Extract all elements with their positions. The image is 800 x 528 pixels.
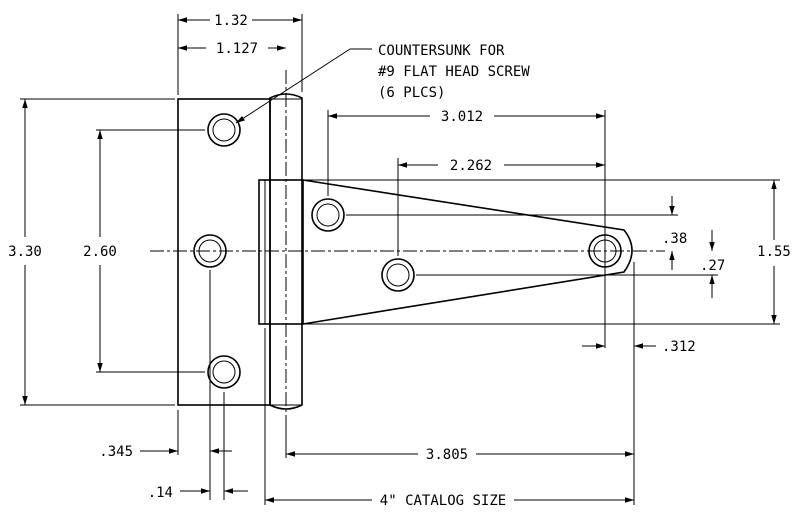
dim-leaf-height: 3.30 bbox=[8, 99, 42, 405]
dim-strap-inner-span: 2.262 bbox=[398, 158, 605, 174]
dim-pin-to-end-label: 3.805 bbox=[426, 447, 468, 463]
dim-strap-height: 1.55 bbox=[757, 180, 791, 324]
center-lines bbox=[150, 70, 665, 450]
dim-hole-spacing-vertical-label: 2.60 bbox=[83, 244, 117, 260]
dim-hole-edge-distance-label: .345 bbox=[99, 444, 133, 460]
note-line-3: (6 PLCS) bbox=[378, 85, 445, 101]
dim-offset-lower: .27 bbox=[700, 230, 725, 298]
leaf-hole-bottom bbox=[207, 355, 241, 389]
dim-leaf-height-label: 3.30 bbox=[8, 244, 42, 260]
dim-strap-inner-span-label: 2.262 bbox=[450, 158, 492, 174]
dim-strap-hole-span-label: 3.012 bbox=[441, 109, 483, 125]
dim-hole-edge-distance: .345 bbox=[99, 444, 232, 460]
leaf-hole-top bbox=[207, 113, 241, 147]
strap-mount-block bbox=[258, 179, 304, 325]
dim-pin-to-end: 3.805 bbox=[286, 447, 634, 463]
note-line-1: COUNTERSUNK FOR bbox=[378, 43, 505, 59]
dim-offset-upper-label: .38 bbox=[662, 231, 687, 247]
dim-offset-upper: .38 bbox=[662, 196, 687, 270]
dim-countersink-width-label: .14 bbox=[148, 485, 173, 501]
dim-countersink-width: .14 bbox=[148, 485, 248, 501]
dim-end-radius-offset: .312 bbox=[582, 339, 696, 355]
strap-hole-1 bbox=[311, 198, 345, 232]
dim-strap-hole-span: 3.012 bbox=[328, 109, 605, 125]
note-line-2: #9 FLAT HEAD SCREW bbox=[378, 64, 530, 80]
dim-catalog-size-label: 4" CATALOG SIZE bbox=[380, 493, 506, 509]
dim-strap-height-label: 1.55 bbox=[757, 244, 791, 260]
dim-overall-leaf-width: 1.32 bbox=[178, 13, 302, 29]
dim-overall-leaf-width-label: 1.32 bbox=[214, 13, 248, 29]
strap-hole-2 bbox=[381, 258, 415, 292]
hinge-leaf bbox=[177, 98, 271, 406]
countersink-note: COUNTERSUNK FOR #9 FLAT HEAD SCREW (6 PL… bbox=[235, 43, 530, 124]
dim-offset-lower-label: .27 bbox=[700, 258, 725, 274]
dim-hole-to-pin: 1.127 bbox=[178, 41, 286, 57]
dim-hole-spacing-vertical: 2.60 bbox=[83, 130, 117, 372]
dim-catalog-size: 4" CATALOG SIZE bbox=[265, 493, 634, 509]
hinge-strap bbox=[302, 179, 633, 325]
dim-hole-to-pin-label: 1.127 bbox=[216, 41, 258, 57]
dim-end-radius-offset-label: .312 bbox=[662, 339, 696, 355]
